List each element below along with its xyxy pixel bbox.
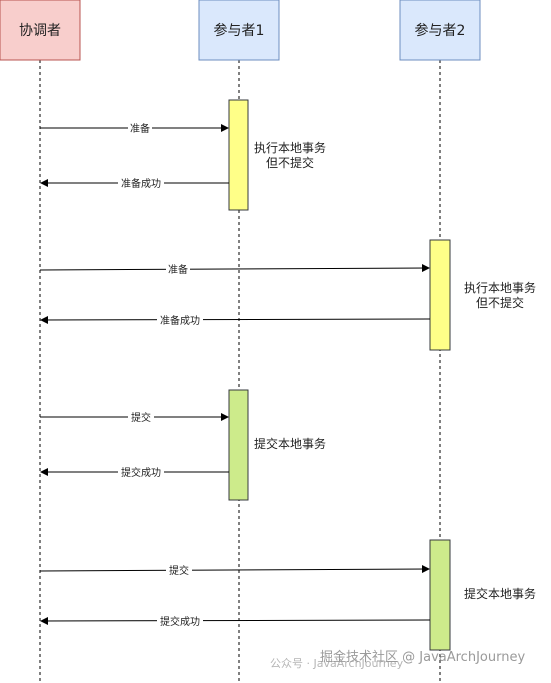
- note-p2-commit: 提交本地事务: [464, 586, 536, 601]
- message-label-3: 准备: [166, 262, 190, 276]
- message-label-2: 准备成功: [118, 176, 164, 190]
- watermark-sub: 公众号 · JavaArchJourney: [270, 657, 404, 670]
- arrow-prepare-ok-p2: [40, 315, 431, 324]
- svg-text:准备成功: 准备成功: [160, 314, 200, 327]
- svg-text:准备成功: 准备成功: [121, 177, 161, 190]
- svg-text:准备: 准备: [130, 122, 150, 135]
- commit-bar-p2: [429, 539, 451, 651]
- arrow-commit-ok-p2: [40, 616, 431, 625]
- svg-text:提交: 提交: [131, 411, 151, 424]
- participant2-header: 参与者2: [399, 0, 481, 61]
- message-label-4: 准备成功: [157, 313, 203, 327]
- svg-text:提交: 提交: [169, 564, 189, 577]
- participant1-label: 参与者1: [214, 22, 265, 39]
- prepare-bar-p1: [228, 99, 249, 211]
- svg-text:提交成功: 提交成功: [160, 615, 200, 628]
- note-p2-prepare-line2: 但不提交: [476, 295, 524, 310]
- participant1-header: 参与者1: [198, 0, 280, 61]
- coordinator-label: 协调者: [19, 23, 61, 39]
- note-p1-prepare-line1: 执行本地事务: [254, 140, 326, 155]
- arrow-commit-p2: [39, 565, 430, 574]
- message-label-8: 提交成功: [157, 614, 203, 628]
- message-label-5: 提交: [128, 410, 154, 424]
- arrow-prepare-p2: [39, 264, 430, 273]
- svg-text:提交成功: 提交成功: [121, 466, 161, 479]
- message-label-1: 准备: [128, 121, 152, 135]
- note-p1-commit: 提交本地事务: [254, 436, 326, 451]
- commit-bar-p1: [228, 389, 249, 501]
- prepare-bar-p2: [429, 239, 451, 351]
- message-label-7: 提交: [166, 563, 192, 577]
- watermark-main: 掘金技术社区 @ JavaArchJourney: [320, 649, 525, 665]
- participant2-label: 参与者2: [415, 22, 466, 39]
- svg-text:准备: 准备: [168, 263, 188, 276]
- message-label-6: 提交成功: [118, 465, 164, 479]
- note-p2-prepare-line1: 执行本地事务: [464, 280, 536, 295]
- coordinator-header: 协调者: [0, 0, 81, 61]
- note-p1-prepare-line2: 但不提交: [266, 155, 314, 170]
